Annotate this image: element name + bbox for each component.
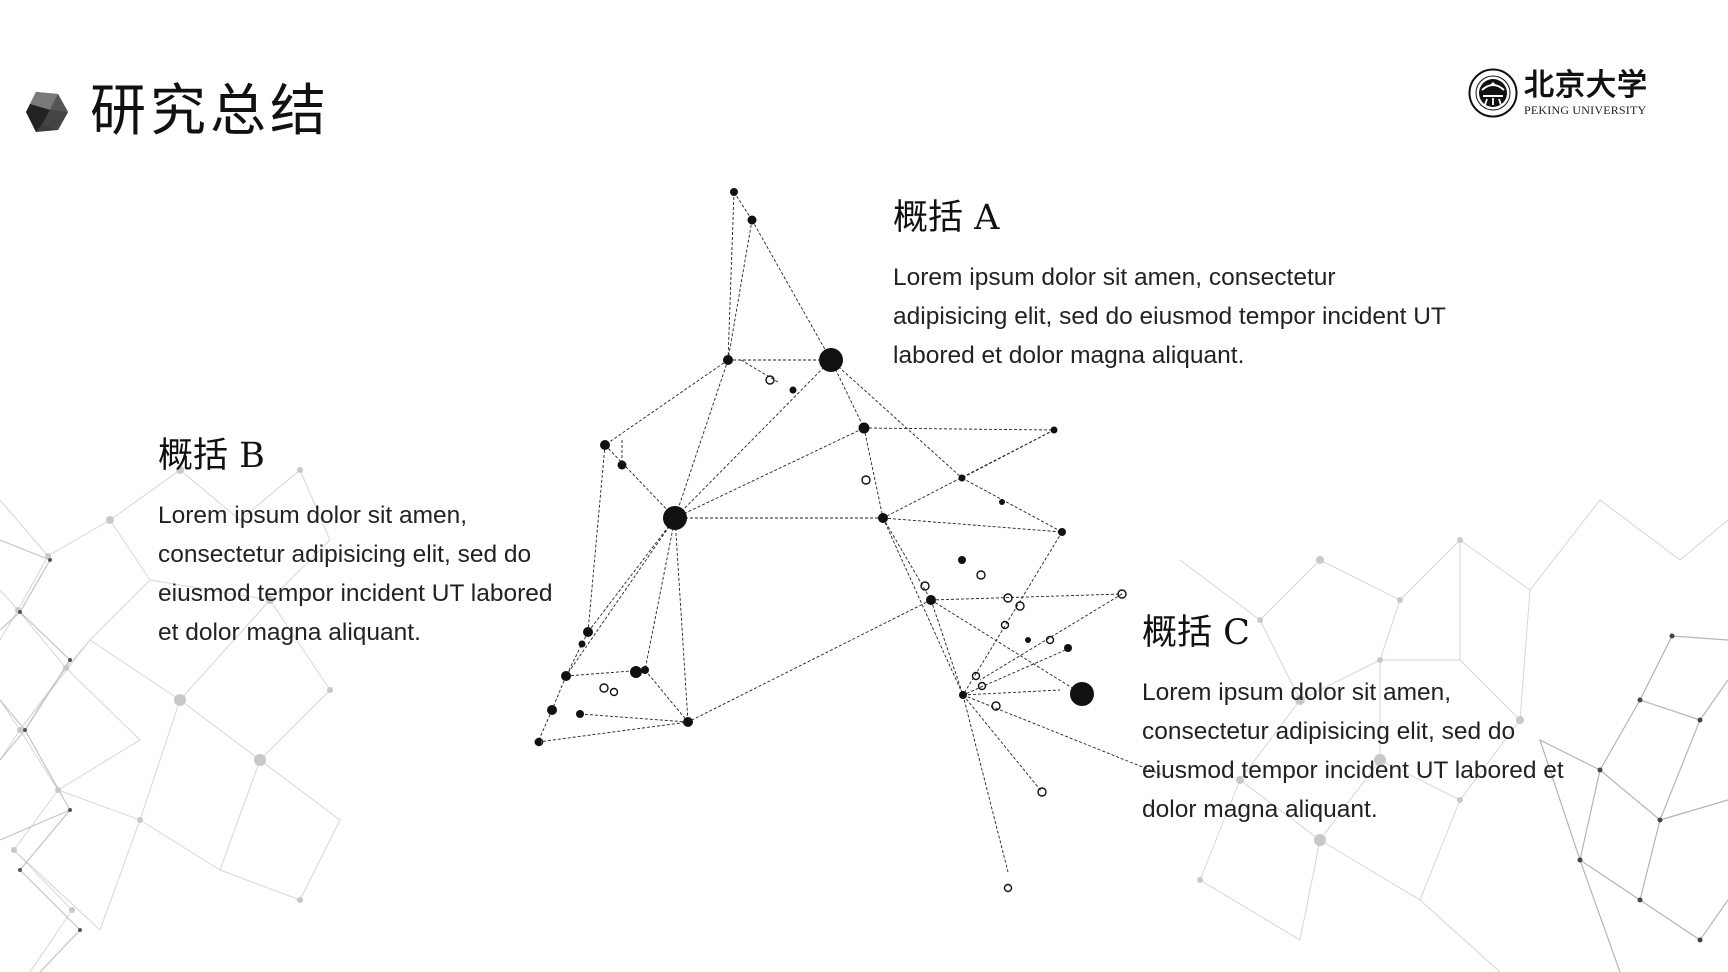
university-logo: 北京大学 PEKING UNIVERSITY bbox=[1468, 68, 1648, 118]
summary-section-a: 概括 A Lorem ipsum dolor sit amen, consect… bbox=[893, 196, 1453, 375]
section-b-body: Lorem ipsum dolor sit amen, consectetur … bbox=[158, 502, 553, 646]
title-area: 研究总结 bbox=[24, 80, 330, 144]
summary-section-b: 概括 B Lorem ipsum dolor sit amen, consect… bbox=[158, 434, 578, 652]
hexagon-gem-icon bbox=[26, 92, 68, 132]
logo-chinese-name: 北京大学 bbox=[1524, 68, 1648, 103]
page-title: 研究总结 bbox=[90, 79, 330, 144]
logo-english-name: PEKING UNIVERSITY bbox=[1524, 103, 1647, 117]
section-b-heading: 概括 B bbox=[158, 436, 265, 476]
peking-university-emblem-icon bbox=[1468, 68, 1518, 118]
summary-section-c: 概括 C Lorem ipsum dolor sit amen, consect… bbox=[1142, 611, 1582, 829]
section-a-body: Lorem ipsum dolor sit amen, consectetur … bbox=[893, 264, 1446, 369]
section-c-heading: 概括 C bbox=[1142, 613, 1250, 653]
section-c-body: Lorem ipsum dolor sit amen, consectetur … bbox=[1142, 679, 1564, 823]
section-a-heading: 概括 A bbox=[893, 198, 1000, 238]
